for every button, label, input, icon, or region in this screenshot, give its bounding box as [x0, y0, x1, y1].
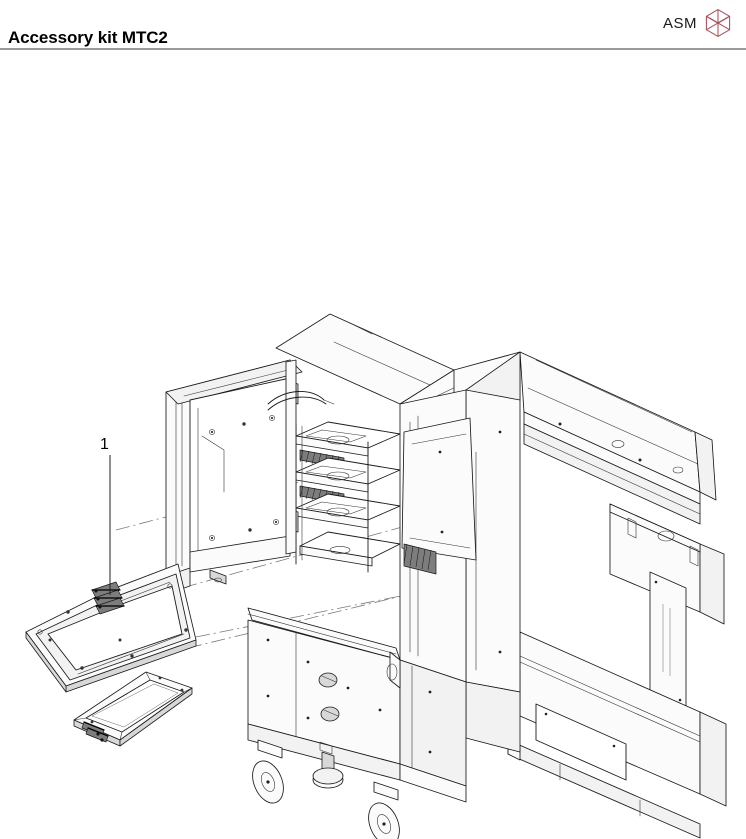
window-frame-part: [73, 671, 193, 747]
technical-drawing-figure: 1: [0, 52, 746, 839]
open-service-door: [165, 359, 335, 595]
cover-panel-hinges: [91, 581, 125, 615]
brand-name: ASM: [662, 14, 697, 32]
asm-hexagon-logo-icon: [705, 9, 731, 37]
lower-cabinet-base: [247, 607, 467, 803]
casters-and-feet: [252, 739, 400, 839]
internal-tray-shelves: [295, 421, 437, 575]
page-header: ASM Accessory kit MTC2: [0, 0, 746, 52]
window-frame-hinges: [81, 721, 109, 743]
brand-lockup: ASM: [663, 8, 732, 38]
exploded-assembly-illustration: [25, 313, 727, 839]
cover-panel-part: [25, 563, 197, 693]
machine-body: [507, 351, 727, 839]
title-divider-rule: [0, 48, 746, 50]
page-title: Accessory kit MTC2: [8, 28, 168, 47]
callout-number-1: 1: [100, 436, 109, 453]
machine-center-tower: [275, 313, 521, 753]
